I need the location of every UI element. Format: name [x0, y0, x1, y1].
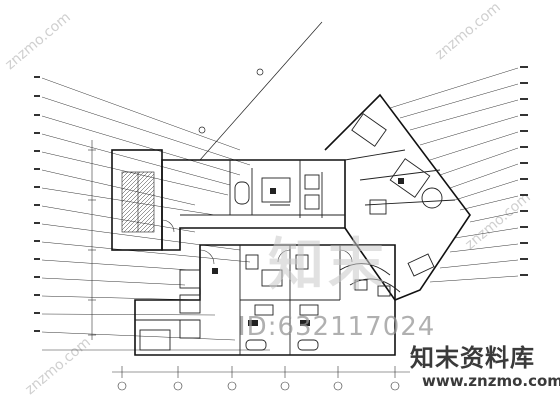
brand-watermark: 知末资料库 www.znzmo.com: [388, 336, 560, 408]
brand-url: www.znzmo.com: [422, 372, 560, 390]
right-leader-lines: [389, 67, 519, 283]
furniture: [212, 178, 404, 326]
watermark-text-1: znzmo.com: [2, 9, 73, 73]
brand-name: 知末资料库: [410, 344, 535, 372]
left-label-ticks: [34, 76, 40, 332]
watermark-logo: 知末: [268, 233, 388, 298]
right-label-ticks: [520, 66, 528, 276]
watermark-text-2: znzmo.com: [432, 0, 503, 63]
top-wing-interior: [180, 160, 345, 218]
grid-axis-line: [198, 21, 323, 161]
door-swings: [161, 219, 353, 265]
angled-wing-interior: [339, 113, 456, 297]
left-leader-lines: [41, 77, 270, 351]
bottom-dimension-line: [112, 366, 410, 391]
left-dimension-line: [88, 140, 96, 340]
watermark-id-label: ID:632117024: [238, 312, 436, 342]
watermark-text-3: znzmo.com: [22, 334, 93, 398]
stair: [121, 171, 155, 233]
lower-block-interior: [135, 245, 341, 355]
